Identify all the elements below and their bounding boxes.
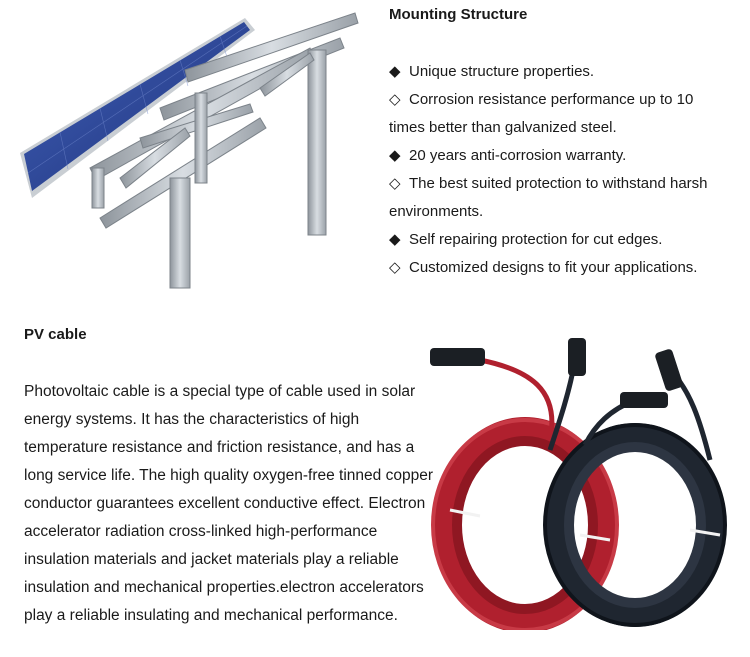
feature-text-continued: times better than galvanized steel. xyxy=(389,119,617,136)
mounting-structure-title: Mounting Structure xyxy=(389,6,528,23)
pv-cable-coils-image xyxy=(430,338,727,630)
feature-text: The best suited protection to withstand … xyxy=(409,175,708,192)
description-line: conductor guarantees excellent conductiv… xyxy=(24,495,426,512)
hollow-diamond-icon: ◇ xyxy=(389,91,401,108)
hollow-diamond-icon: ◇ xyxy=(389,175,401,192)
filled-diamond-icon: ◆ xyxy=(389,63,401,80)
description-line: temperature resistance and friction resi… xyxy=(24,439,415,456)
description-line: play a reliable insulating and mechanica… xyxy=(24,607,398,624)
pv-cable-description: Photovoltaic cable is a special type of … xyxy=(24,378,454,630)
description-line: long service life. The high quality oxyg… xyxy=(24,467,433,484)
feature-text: Customized designs to fit your applicati… xyxy=(409,259,698,276)
feature-text: Corrosion resistance performance up to 1… xyxy=(409,91,694,108)
pv-cable-title: PV cable xyxy=(24,326,87,343)
description-line: accelerator radiation cross-linked high-… xyxy=(24,523,378,540)
description-line: insulation and mechanical properties.ele… xyxy=(24,579,424,596)
feature-item: ◇ The best suited protection to withstand… xyxy=(389,170,749,226)
description-line: Photovoltaic cable is a special type of … xyxy=(24,383,416,400)
feature-text: 20 years anti-corrosion warranty. xyxy=(409,147,627,164)
feature-item: ◆ 20 years anti-corrosion warranty. xyxy=(389,142,749,170)
hollow-diamond-icon: ◇ xyxy=(389,259,401,276)
filled-diamond-icon: ◆ xyxy=(389,147,401,164)
feature-item: ◇ Customized designs to fit your applicat… xyxy=(389,254,749,282)
feature-item: ◆ Unique structure properties. xyxy=(389,58,749,86)
filled-diamond-icon: ◆ xyxy=(389,231,401,248)
mounting-feature-list: ◆ Unique structure properties. ◇ Corrosion… xyxy=(389,58,749,282)
description-line: energy systems. It has the characteristi… xyxy=(24,411,360,428)
feature-item: ◆ Self repairing protection for cut edges… xyxy=(389,226,749,254)
feature-text-continued: environments. xyxy=(389,203,484,220)
feature-item: ◇ Corrosion resistance performance up to … xyxy=(389,86,749,142)
description-line: insulation materials and jacket material… xyxy=(24,551,399,568)
feature-text: Self repairing protection for cut edges. xyxy=(409,231,663,248)
feature-text: Unique structure properties. xyxy=(409,63,595,80)
solar-panel-mounting-structure-image xyxy=(20,12,359,289)
